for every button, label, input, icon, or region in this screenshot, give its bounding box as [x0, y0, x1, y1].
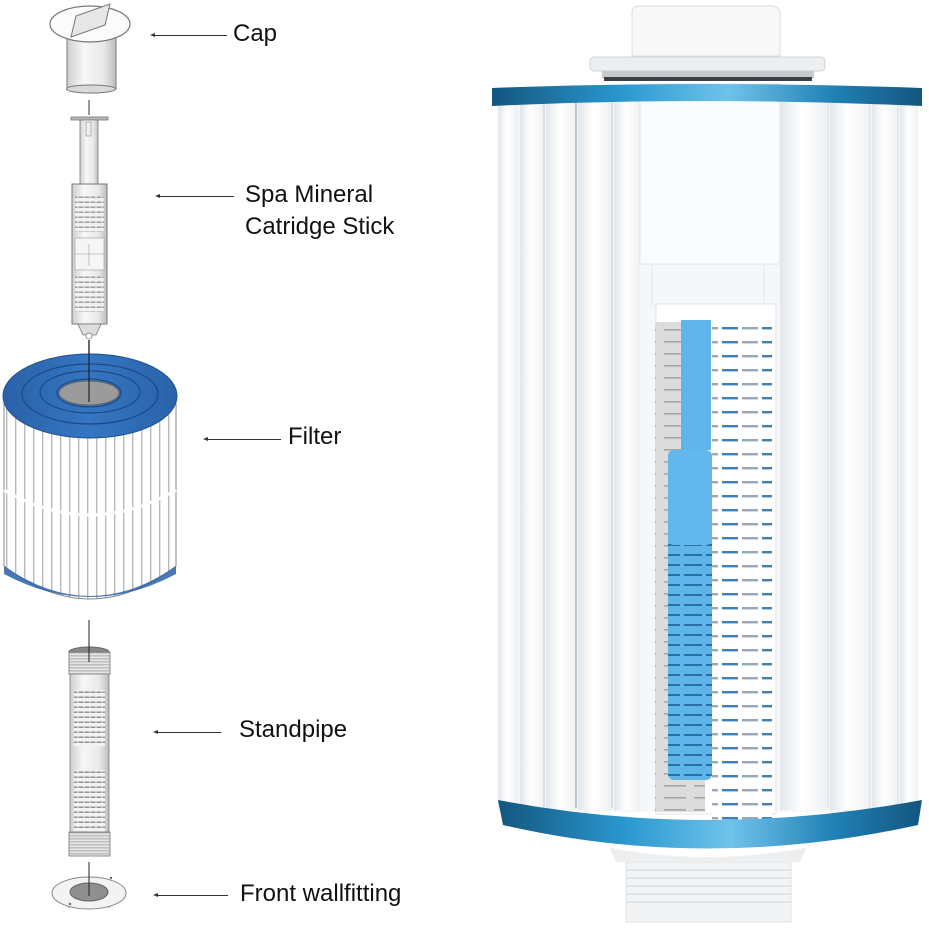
label-mineral-stick-line2: Catridge Stick	[245, 213, 395, 240]
label-cap: Cap	[233, 20, 278, 47]
label-mineral-stick-line1: Spa Mineral	[245, 181, 374, 208]
leader-line-cap	[150, 33, 227, 37]
wallfitting-drawing	[51, 862, 127, 910]
leader-line-standpipe	[153, 730, 221, 734]
label-standpipe: Standpipe	[239, 716, 348, 743]
label-wallfitting: Front wallfitting	[240, 880, 402, 907]
mineral-stick-drawing	[70, 116, 109, 340]
cap-drawing	[49, 3, 131, 94]
filter-drawing	[2, 340, 178, 600]
leader-line-mineral-stick	[155, 194, 234, 198]
assembled-filter-photo	[492, 5, 922, 923]
leader-line-wallfitting	[153, 893, 228, 897]
label-filter: Filter	[288, 423, 342, 450]
standpipe-drawing	[68, 646, 111, 857]
leader-line-filter	[203, 437, 281, 441]
